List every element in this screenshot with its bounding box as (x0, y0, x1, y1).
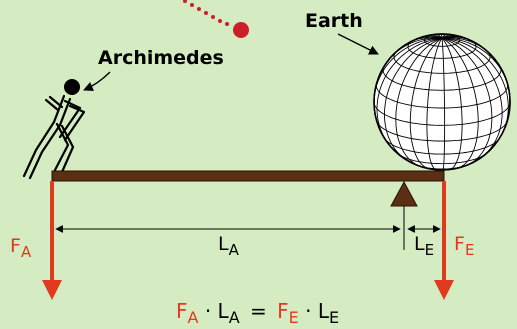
length-e-label: LE (414, 233, 434, 259)
lever-plank (51, 170, 445, 182)
earth-pointer (337, 33, 379, 55)
globe-gridline (374, 102, 510, 126)
force-a-label: FA (10, 235, 32, 261)
globe-gridline (441, 37, 479, 169)
trajectory-dots (183, 0, 229, 26)
globe-gridline (382, 65, 502, 91)
globe-gridline (441, 37, 463, 170)
globe-gridline (395, 37, 443, 168)
globe-gridline (384, 138, 500, 155)
globe-gridline (393, 50, 491, 74)
red-planet (233, 22, 249, 38)
globe-gridline (441, 37, 503, 159)
globe-gridline (409, 37, 443, 170)
globe-gridline (423, 34, 461, 47)
globe-gridline (397, 152, 487, 165)
globe-gridline (376, 121, 508, 142)
force-e-label: FE (454, 233, 474, 259)
globe-gridline (441, 38, 446, 170)
globe-gridline (407, 39, 477, 59)
earth-globe (373, 33, 511, 171)
lever-equation: FA · LA = FE · LE (176, 299, 339, 328)
fulcrum (390, 180, 418, 207)
archimedes-label: Archimedes (98, 47, 224, 69)
archimedes-figure (22, 79, 86, 180)
globe-gridline (375, 83, 509, 109)
earth-label: Earth (305, 10, 363, 32)
archimedes-pointer (83, 71, 111, 92)
length-a-label: LA (218, 233, 240, 259)
globe-gridline (426, 37, 443, 170)
